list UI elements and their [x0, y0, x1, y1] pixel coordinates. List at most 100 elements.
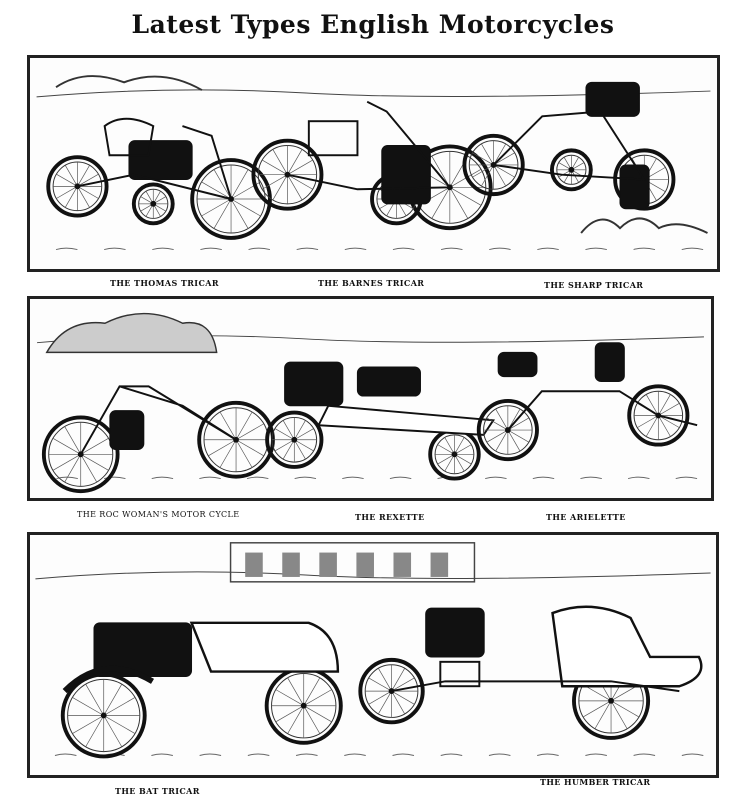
ground-stroke — [485, 476, 507, 480]
illustration-panel-3 — [27, 532, 719, 778]
roc-engine — [109, 410, 145, 450]
wheel-spoke — [368, 677, 392, 692]
wheel-hub — [451, 451, 458, 458]
wheel-spoke — [449, 187, 482, 206]
wheel-spoke — [378, 668, 392, 692]
ground-stroke — [151, 476, 174, 480]
caption-bat-tricar: The Bat Tricar — [115, 786, 200, 796]
ground-stroke — [103, 476, 126, 480]
barnes-tricar-seat — [307, 120, 359, 157]
ground-stroke — [440, 753, 463, 756]
wheel-spoke — [213, 169, 232, 200]
wheel-spoke — [77, 165, 90, 187]
wheel-spoke — [287, 174, 313, 190]
wheel-spoke — [235, 423, 264, 441]
wheel-spoke — [52, 454, 81, 471]
wheel-spoke — [287, 149, 303, 175]
ground-stroke — [55, 247, 78, 251]
ground-stroke — [199, 753, 222, 756]
wheel-spoke — [235, 439, 264, 457]
wheel-spoke — [287, 705, 305, 734]
wheel-spoke — [85, 715, 105, 747]
wheel-spoke — [493, 164, 507, 187]
wheel-hub — [608, 697, 614, 704]
wheel-spoke — [493, 152, 515, 166]
humber-tricar-front-body — [425, 607, 485, 658]
bush-sketch — [580, 217, 708, 234]
wheel-spoke — [610, 700, 640, 718]
tricars-illustration-row-2 — [37, 312, 704, 494]
ground-stroke — [585, 753, 607, 756]
ground-stroke — [296, 247, 319, 251]
wheel-spoke — [64, 454, 82, 483]
wheel-spoke — [472, 152, 494, 166]
wheel-spoke — [481, 164, 494, 187]
wheel — [476, 398, 539, 462]
ground-stroke — [342, 476, 364, 480]
wheel-spoke — [80, 438, 109, 455]
wheel-spoke — [230, 169, 249, 200]
wheel-spoke — [454, 454, 465, 472]
wheel-spoke — [431, 155, 451, 188]
wheel-spoke — [262, 174, 288, 190]
wheel-spoke — [610, 700, 628, 729]
ground-stroke — [489, 247, 511, 251]
ground-stroke — [54, 753, 77, 756]
page-title: Latest Types English Motorcycles — [131, 10, 615, 39]
wheel-spoke — [637, 415, 659, 428]
wheel-spoke — [645, 415, 659, 437]
horizon-line — [36, 89, 711, 98]
wheel-spoke — [444, 454, 455, 472]
wheel-spoke — [262, 159, 288, 175]
wheel — [41, 415, 120, 494]
wheel-spoke — [64, 165, 78, 187]
wheel-spoke — [437, 444, 455, 455]
ground-stroke — [151, 753, 173, 756]
wheel-spoke — [235, 411, 253, 440]
wheel — [131, 182, 175, 226]
wheel-spoke — [303, 689, 332, 707]
wheel-spoke — [77, 186, 99, 199]
ground-stroke — [294, 476, 317, 480]
wheel-hub — [300, 702, 307, 709]
wheel-spoke — [658, 415, 671, 437]
thomas-tricar-body — [128, 140, 193, 181]
ground-stroke — [344, 753, 366, 756]
barnes-tricar-frame — [287, 100, 452, 191]
wheel — [549, 148, 593, 192]
wheel-spoke — [431, 187, 451, 219]
ground-stroke — [152, 247, 174, 251]
wheel-spoke — [294, 439, 314, 452]
wheel-spoke — [56, 173, 78, 187]
ground-stroke — [199, 476, 221, 480]
wheel-spoke — [645, 394, 659, 416]
house-window — [282, 552, 300, 577]
ground-stroke — [537, 753, 559, 756]
wheel-spoke — [275, 689, 304, 707]
house-window — [393, 552, 412, 577]
wheel-spoke — [80, 454, 109, 471]
wheel-spoke — [472, 164, 494, 178]
wheel-spoke — [454, 437, 465, 455]
illustration-panel-1 — [27, 55, 720, 272]
wheel-spoke — [80, 454, 98, 483]
caption-arielette: The Arielette — [546, 512, 626, 522]
wheel-hub — [100, 712, 107, 719]
ground-stroke — [532, 476, 555, 480]
tricars-illustration-row-3 — [35, 542, 711, 759]
wheel-spoke — [486, 429, 509, 443]
house-window — [430, 552, 449, 577]
wheel-spoke — [85, 684, 105, 716]
wheel-spoke — [103, 715, 136, 734]
house-window — [319, 552, 337, 577]
humber-tricar-frame — [391, 680, 680, 693]
wheel-hub — [150, 200, 157, 207]
wheel-spoke — [64, 186, 78, 208]
wheel-spoke — [391, 677, 415, 692]
wheel-spoke — [230, 198, 261, 217]
ground-stroke — [392, 753, 415, 756]
wheel-spoke — [287, 677, 305, 706]
ground-stroke — [488, 753, 511, 756]
sharp-tricar-seat — [585, 81, 640, 117]
ground-stroke — [537, 247, 559, 251]
